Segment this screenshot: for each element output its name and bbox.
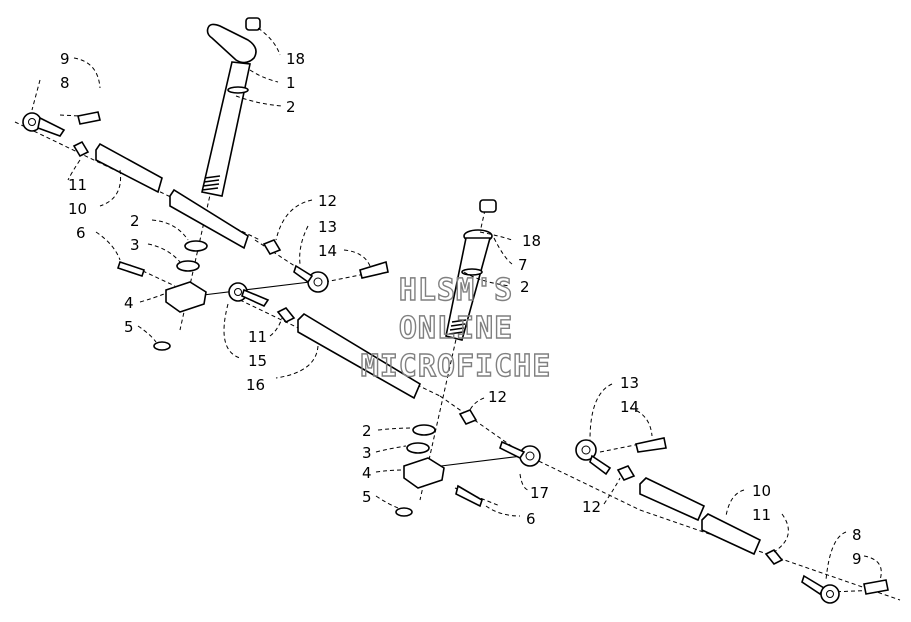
tie-rod-left <box>22 111 389 293</box>
callout-12c: 12 <box>582 498 601 516</box>
steering-post-2 <box>445 199 497 341</box>
callout-13a: 13 <box>318 218 337 236</box>
callout-3a: 3 <box>130 236 140 254</box>
callout-10b: 10 <box>752 482 771 500</box>
washer-3b <box>406 442 430 454</box>
callout-5a: 5 <box>124 318 134 336</box>
callout-2c: 2 <box>520 278 530 296</box>
callout-2a: 2 <box>286 98 296 116</box>
leader-lines <box>31 27 882 581</box>
callout-8b: 8 <box>852 526 862 544</box>
bolt-14b <box>635 437 667 453</box>
callout-13b: 13 <box>620 374 639 392</box>
callout-1: 1 <box>286 74 296 92</box>
callout-11b: 11 <box>248 328 267 346</box>
callout-9a: 9 <box>60 50 70 68</box>
callout-11a: 11 <box>68 176 87 194</box>
callout-18b: 18 <box>522 232 541 250</box>
callout-7: 7 <box>518 256 528 274</box>
callout-12b: 12 <box>488 388 507 406</box>
nut-11c <box>764 548 784 566</box>
callout-6b: 6 <box>526 510 536 528</box>
callout-14b: 14 <box>620 398 639 416</box>
callout-16: 16 <box>246 376 265 394</box>
callout-3b: 3 <box>362 444 372 462</box>
callout-2d: 2 <box>362 422 372 440</box>
washer-2d <box>412 424 436 436</box>
washer-3a <box>176 260 200 272</box>
plug-18b <box>479 199 497 213</box>
rod-end-8-9-right <box>801 574 889 604</box>
callout-18a: 18 <box>286 50 305 68</box>
post-shaft-1 <box>201 61 251 197</box>
tie-rod-right <box>575 437 889 604</box>
rod-end-17 <box>519 445 541 467</box>
bushing-2a <box>227 86 249 94</box>
steering-arm-group-1 <box>116 240 208 351</box>
post-spline-2 <box>448 319 467 335</box>
watermark-line-3: MICROFICHE <box>361 349 552 384</box>
steering-post-1 <box>201 17 261 197</box>
rod-end-9-8-left <box>22 111 101 137</box>
tube-10b <box>169 188 249 250</box>
nut-12c <box>616 465 636 481</box>
tube-10d <box>701 513 762 556</box>
tube-16 <box>297 312 422 400</box>
nut-11a <box>72 140 90 158</box>
rod-end-13-14-upper <box>293 260 389 293</box>
callout-labels: 18 1 2 9 8 11 10 12 13 14 2 3 6 4 5 11 1… <box>60 50 862 568</box>
rod-end-13-14-lower <box>575 437 667 476</box>
callout-15: 15 <box>248 352 267 370</box>
bolt-14a <box>359 260 389 279</box>
watermark: HLSM'S ONLINE MICROFICHE <box>360 272 552 384</box>
tube-10a <box>95 142 163 194</box>
callout-17: 17 <box>530 484 549 502</box>
bolt-6a <box>116 260 146 278</box>
steering-arm-group-2 <box>395 424 483 517</box>
nut-12a <box>262 239 282 255</box>
drag-link-center <box>228 282 541 467</box>
callout-9b: 9 <box>852 550 862 568</box>
arm-4a <box>165 281 207 313</box>
tube-10c <box>639 477 706 522</box>
nut-5b <box>395 507 413 517</box>
callout-6a: 6 <box>76 224 86 242</box>
callout-2b: 2 <box>130 212 140 230</box>
bolt-9a <box>77 111 101 125</box>
callout-8a: 8 <box>60 74 70 92</box>
bolt-6b <box>455 484 483 508</box>
post-arm-1 <box>206 23 257 64</box>
nut-11b <box>276 306 296 324</box>
callout-4b: 4 <box>362 464 372 482</box>
bolt-9b <box>863 579 889 595</box>
plug-18a <box>245 17 261 31</box>
callout-11c: 11 <box>752 506 771 524</box>
callout-12a: 12 <box>318 192 337 210</box>
post-spline-1 <box>201 175 221 191</box>
washer-2b <box>184 240 208 252</box>
callout-5b: 5 <box>362 488 372 506</box>
watermark-line-2: ONLINE <box>399 311 513 346</box>
nut-5a <box>153 341 171 351</box>
post-shaft-2 <box>445 237 492 341</box>
nut-12b <box>458 409 478 425</box>
callout-10a: 10 <box>68 200 87 218</box>
callout-14a: 14 <box>318 242 337 260</box>
callout-4a: 4 <box>124 294 134 312</box>
watermark-line-1: HLSM'S <box>399 273 513 308</box>
arm-4b <box>403 457 445 489</box>
